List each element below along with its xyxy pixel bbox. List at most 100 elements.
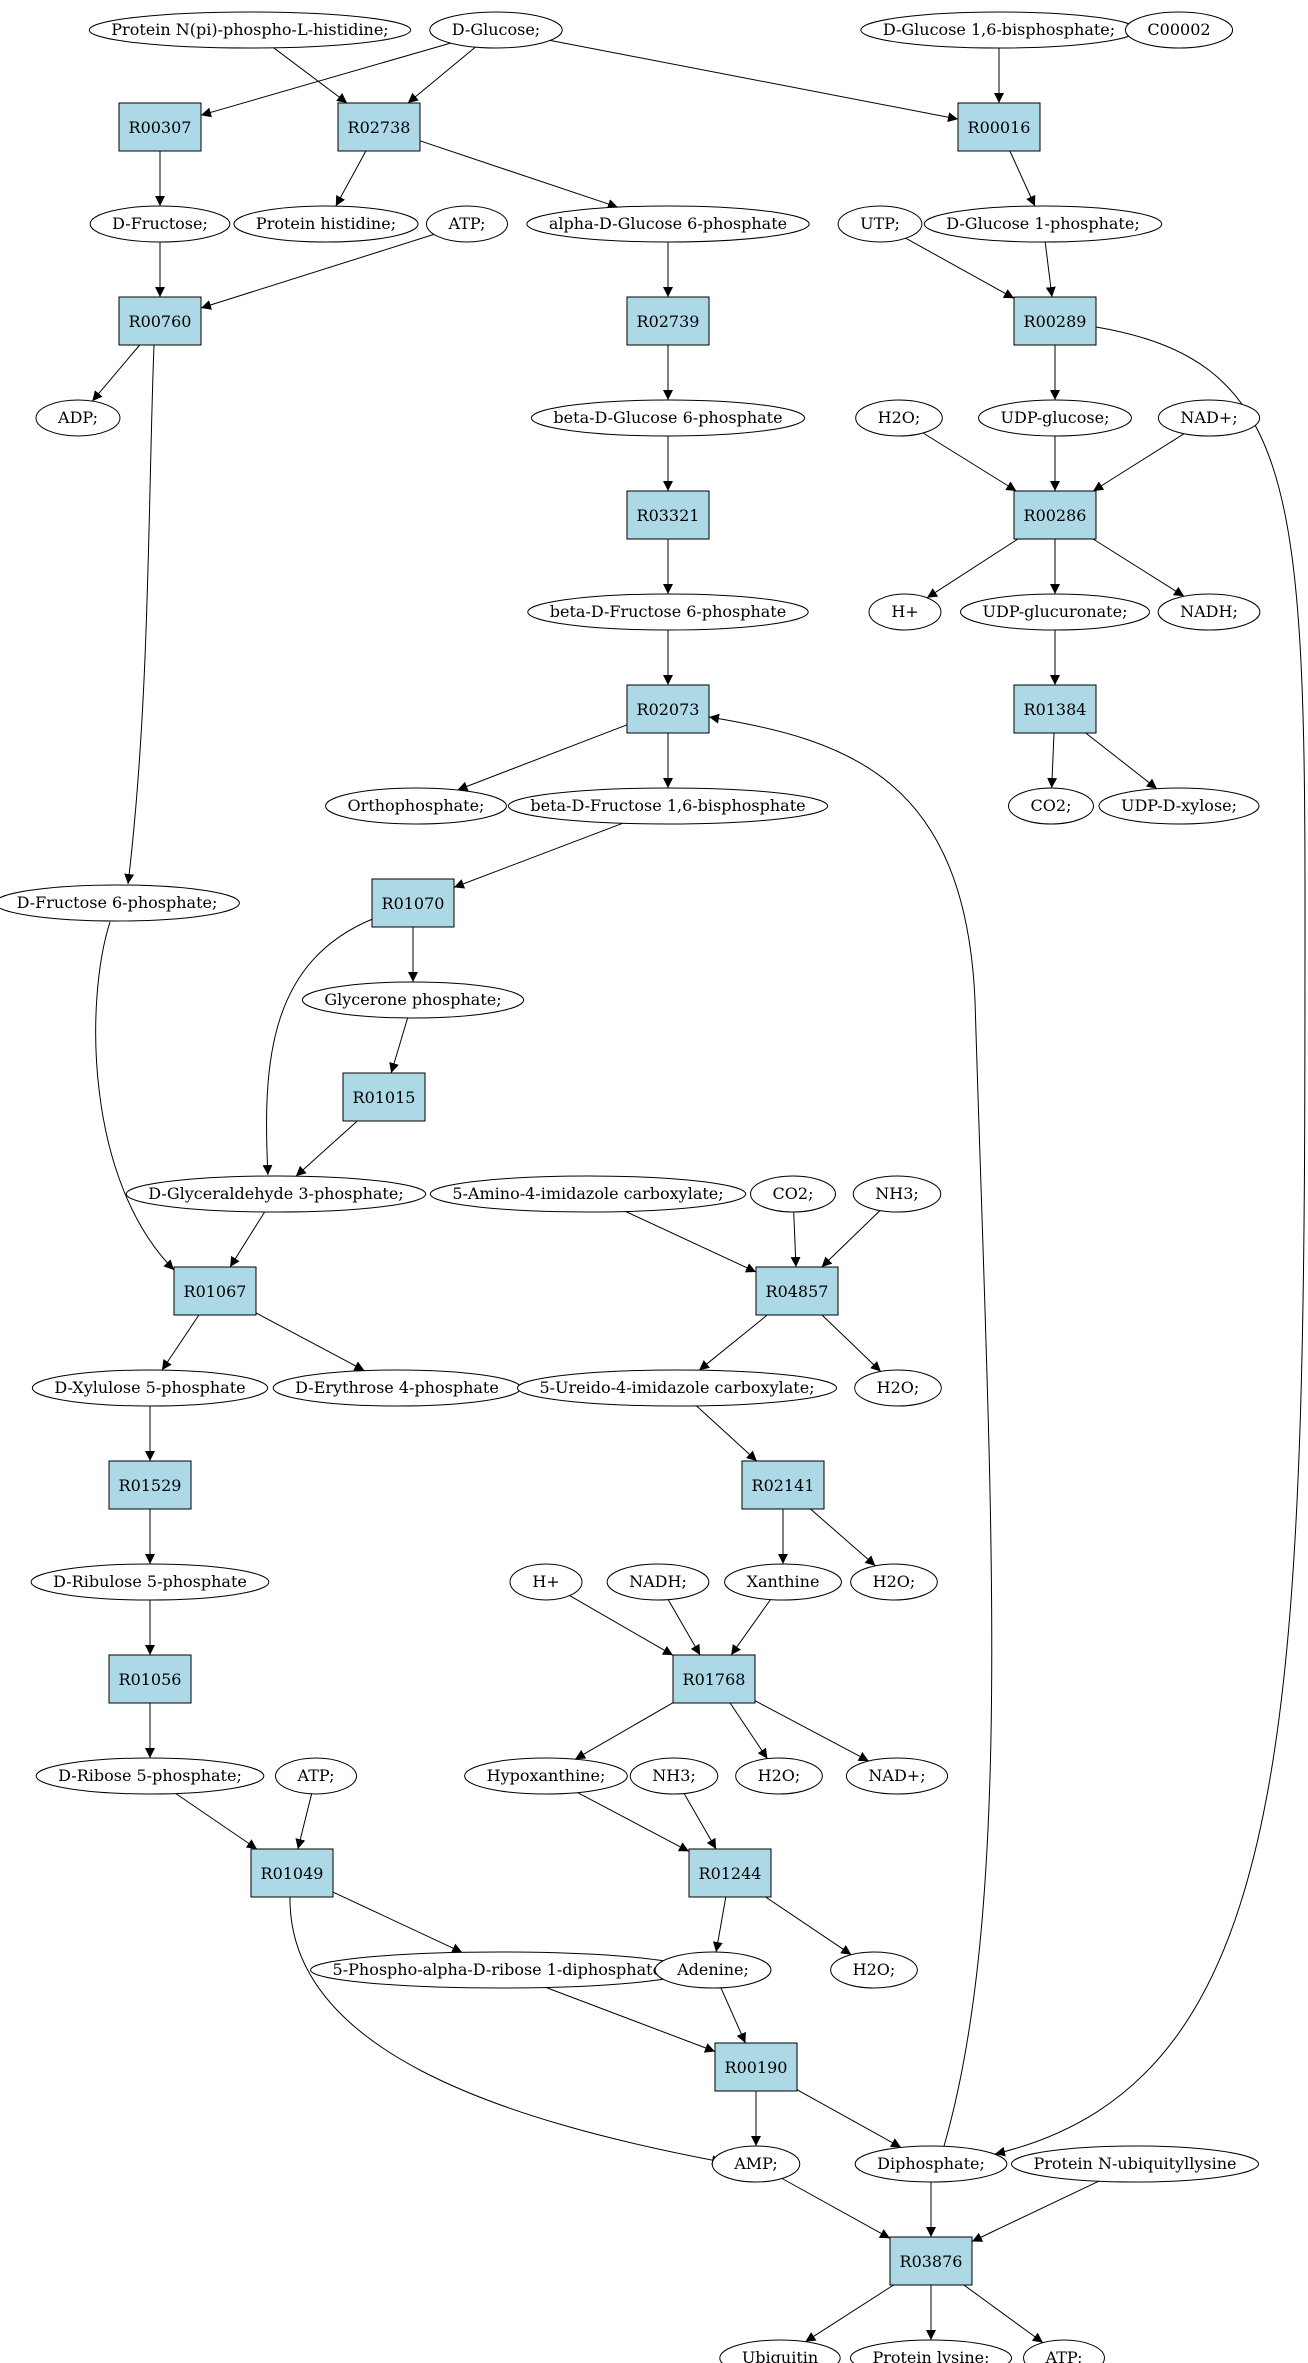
metabolite-node-nh3a[interactable]: NH3;: [852, 1175, 942, 1213]
edge-co2b-to-R04857: [790, 1211, 801, 1268]
metabolite-node-c00002[interactable]: C00002: [1124, 11, 1234, 49]
edge-R00760-to-f6p: [124, 344, 155, 885]
edge-R01768-to-hypox: [574, 1702, 674, 1760]
metabolite-node-atp1[interactable]: ATP;: [426, 205, 508, 243]
metabolite-shape: [125, 1175, 427, 1213]
reaction-box: [108, 1654, 192, 1704]
reaction-node-r00760[interactable]: R00760: [118, 296, 202, 346]
reaction-node-r02738[interactable]: R02738: [337, 102, 421, 152]
metabolite-node-aica[interactable]: 5-Amino-4-imidazole carboxylate;: [429, 1175, 747, 1213]
edge-protein_npi-to-R02738: [273, 47, 348, 104]
metabolite-node-xu5p[interactable]: D-Xylulose 5-phosphate: [31, 1369, 269, 1407]
reaction-node-r00286[interactable]: R00286: [1013, 490, 1097, 540]
metabolite-node-ppi[interactable]: Diphosphate;: [854, 2145, 1008, 2183]
metabolite-node-atp3[interactable]: ATP;: [1023, 2339, 1105, 2363]
reaction-node-r01244[interactable]: R01244: [688, 1848, 772, 1898]
metabolite-node-g1p[interactable]: D-Glucose 1-phosphate;: [923, 205, 1163, 243]
reaction-label: R01015: [353, 1088, 416, 1107]
metabolite-node-nadh2[interactable]: NADH;: [606, 1563, 710, 1601]
metabolite-node-amp[interactable]: AMP;: [711, 2145, 801, 2183]
metabolite-node-r5p[interactable]: D-Ribose 5-phosphate;: [35, 1757, 265, 1795]
metabolite-node-dhap[interactable]: Glycerone phosphate;: [301, 981, 525, 1019]
metabolite-node-prpp[interactable]: 5-Phospho-alpha-D-ribose 1-diphosphate;: [310, 1951, 690, 1989]
metabolite-label: Protein N-ubiquityllysine: [1033, 2154, 1236, 2173]
reaction-node-r00307[interactable]: R00307: [118, 102, 202, 152]
metabolite-shape: [1008, 787, 1094, 825]
reaction-node-r02073[interactable]: R02073: [626, 684, 710, 734]
metabolite-node-atp2[interactable]: ATP;: [275, 1757, 357, 1795]
edge-R01015-to-gap: [295, 1120, 358, 1177]
reaction-node-r03876[interactable]: R03876: [889, 2236, 973, 2286]
metabolite-node-adp[interactable]: ADP;: [35, 399, 121, 437]
metabolite-node-adenine[interactable]: Adenine;: [654, 1951, 772, 1989]
metabolite-node-udpglcA[interactable]: UDP-glucuronate;: [960, 593, 1150, 631]
metabolite-shape: [923, 205, 1163, 243]
edge-R01070-to-gap: [262, 917, 376, 1176]
reaction-node-r02141[interactable]: R02141: [741, 1460, 825, 1510]
metabolite-node-hypox[interactable]: Hypoxanthine;: [464, 1757, 628, 1795]
metabolite-node-co2b[interactable]: CO2;: [750, 1175, 836, 1213]
metabolite-node-ubiquitin[interactable]: Ubiquitin: [719, 2339, 841, 2363]
metabolite-node-ortho[interactable]: Orthophosphate;: [325, 787, 507, 825]
metabolite-node-nad2[interactable]: NAD+;: [845, 1757, 949, 1795]
metabolite-node-dglc16bp[interactable]: D-Glucose 1,6-bisphosphate;: [860, 11, 1138, 49]
reaction-node-r01067[interactable]: R01067: [173, 1266, 257, 1316]
metabolite-shape: [31, 1369, 269, 1407]
metabolite-shape: [606, 1563, 710, 1601]
metabolite-node-f6p[interactable]: D-Fructose 6-phosphate;: [0, 884, 240, 922]
metabolite-node-nad1[interactable]: NAD+;: [1157, 399, 1261, 437]
metabolite-node-h2o3[interactable]: H2O;: [850, 1563, 938, 1601]
metabolite-node-co2a[interactable]: CO2;: [1008, 787, 1094, 825]
metabolite-label: AMP;: [733, 2154, 778, 2173]
reaction-node-r01384[interactable]: R01384: [1013, 684, 1097, 734]
metabolite-node-h2o4[interactable]: H2O;: [735, 1757, 823, 1795]
metabolite-node-hplus1[interactable]: H+: [868, 593, 942, 631]
metabolite-node-uica[interactable]: 5-Ureido-4-imidazole carboxylate;: [516, 1369, 838, 1407]
reaction-node-r03321[interactable]: R03321: [626, 490, 710, 540]
reaction-box: [173, 1266, 257, 1316]
reaction-node-r01529[interactable]: R01529: [108, 1460, 192, 1510]
reaction-node-r00016[interactable]: R00016: [957, 102, 1041, 152]
metabolite-node-xanthine[interactable]: Xanthine: [724, 1563, 842, 1601]
reaction-node-r04857[interactable]: R04857: [755, 1266, 839, 1316]
reaction-node-r00190[interactable]: R00190: [714, 2042, 798, 2092]
metabolite-node-udpxyl[interactable]: UDP-D-xylose;: [1098, 787, 1260, 825]
metabolite-node-h2o2[interactable]: H2O;: [854, 1369, 942, 1407]
metabolite-node-prot_his[interactable]: Protein histidine;: [233, 205, 419, 243]
metabolite-node-prot_lys[interactable]: Protein lysine;: [849, 2339, 1013, 2363]
reaction-node-r02739[interactable]: R02739: [626, 296, 710, 346]
reaction-node-r01015[interactable]: R01015: [342, 1072, 426, 1122]
metabolite-node-protein_npi[interactable]: Protein N(pi)-phospho-L-histidine;: [88, 11, 412, 49]
metabolite-node-nadh1[interactable]: NADH;: [1157, 593, 1261, 631]
metabolite-node-fbp[interactable]: beta-D-Fructose 1,6-bisphosphate: [507, 787, 829, 825]
edge-prpp-to-R00190: [545, 1987, 716, 2053]
metabolite-node-bg6p[interactable]: beta-D-Glucose 6-phosphate: [530, 399, 806, 437]
metabolite-label: NADH;: [1180, 602, 1238, 621]
metabolite-node-ru5p[interactable]: D-Ribulose 5-phosphate: [30, 1563, 270, 1601]
reaction-node-r01070[interactable]: R01070: [371, 878, 455, 928]
metabolite-node-gap[interactable]: D-Glyceraldehyde 3-phosphate;: [125, 1175, 427, 1213]
reaction-node-r01768[interactable]: R01768: [672, 1654, 756, 1704]
reaction-node-r01049[interactable]: R01049: [250, 1848, 334, 1898]
metabolite-node-prot_ublys[interactable]: Protein N-ubiquityllysine: [1010, 2145, 1260, 2183]
edge-nh3a-to-R04857: [821, 1210, 881, 1268]
metabolite-node-ag6p[interactable]: alpha-D-Glucose 6-phosphate: [526, 205, 810, 243]
reaction-node-r01056[interactable]: R01056: [108, 1654, 192, 1704]
metabolite-node-dfructose[interactable]: D-Fructose;: [89, 205, 231, 243]
reaction-node-r00289[interactable]: R00289: [1013, 296, 1097, 346]
reaction-label: R01768: [683, 1670, 746, 1689]
metabolite-node-udpglc[interactable]: UDP-glucose;: [978, 399, 1132, 437]
metabolite-shape: [830, 1951, 918, 1989]
metabolite-node-bf6p[interactable]: beta-D-Fructose 6-phosphate: [527, 593, 809, 631]
metabolite-node-utp[interactable]: UTP;: [837, 205, 923, 243]
reaction-box: [1013, 684, 1097, 734]
metabolite-node-e4p[interactable]: D-Erythrose 4-phosphate: [272, 1369, 522, 1407]
metabolite-node-dglucose[interactable]: D-Glucose;: [429, 11, 563, 49]
metabolite-node-h2o1[interactable]: H2O;: [855, 399, 943, 437]
metabolite-node-h2o5[interactable]: H2O;: [830, 1951, 918, 1989]
metabolite-label: UDP-glucuronate;: [983, 602, 1128, 621]
edge-R00016-to-g1p: [1009, 150, 1036, 207]
metabolite-node-hplus2[interactable]: H+: [509, 1563, 583, 1601]
metabolite-node-nh3b[interactable]: NH3;: [629, 1757, 719, 1795]
metabolite-shape: [1124, 11, 1234, 49]
